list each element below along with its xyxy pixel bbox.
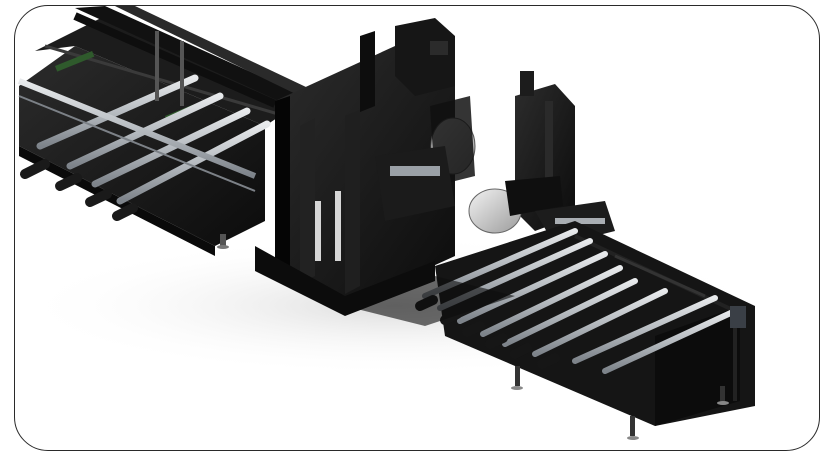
infeed-conveyor — [17, 12, 295, 256]
rounded-image-card — [14, 5, 820, 451]
center-base-plate — [345, 276, 515, 326]
overhead-gantry — [75, 6, 325, 106]
secondary-saw-tower — [468, 71, 615, 246]
machine-illustration — [15, 6, 775, 440]
main-saw-tower — [255, 18, 476, 316]
